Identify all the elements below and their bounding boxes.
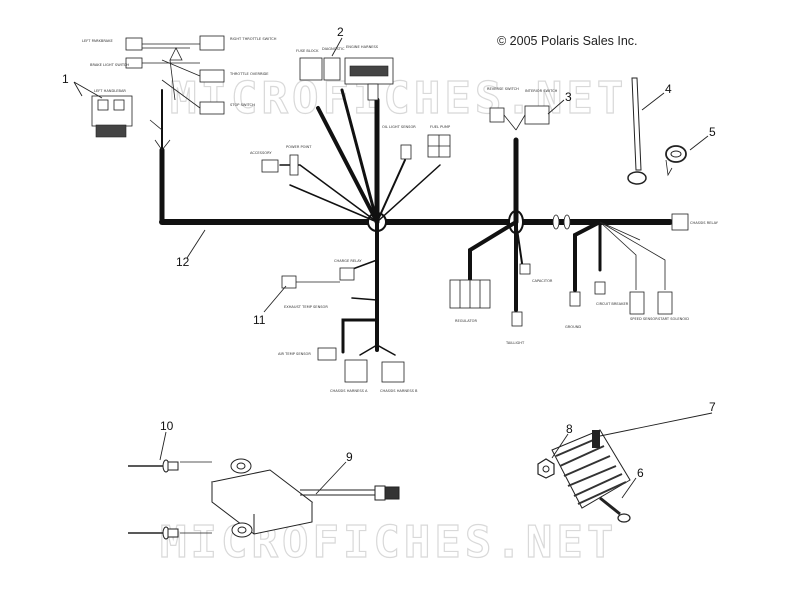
label-throttle-override: THROTTLE OVERRIDE [229, 72, 269, 76]
chassis-relay-group: CHASSIS RELAY [671, 213, 719, 231]
label-fuel-pump: FUEL PUMP [430, 125, 451, 129]
label-oil-light-sensor: OIL LIGHT SENSOR [382, 125, 416, 129]
label-regulator: REGULATOR [455, 319, 477, 323]
callout-9: 9 [346, 450, 353, 464]
oil-fuel-group: OIL LIGHT SENSOR FUEL PUMP [382, 125, 451, 160]
cable-tie-part [627, 77, 647, 185]
label-chassis-harness-a: CHASSIS HARNESS A [330, 389, 368, 393]
label-right-throttle: RIGHT THROTTLE SWITCH [230, 37, 277, 41]
label-start-solenoid: START SOLENOID [658, 317, 689, 321]
label-chassis-harness-b: CHASSIS HARNESS B [380, 389, 418, 393]
charge-relay-group: CHARGE RELAY EXHAUST TEMP SENSOR [281, 259, 362, 309]
label-accessory: ACCESSORY [250, 151, 272, 155]
label-diagnostic: DIAGNOSTIC [322, 47, 345, 51]
copyright-notice: © 2005 Polaris Sales Inc. [497, 34, 638, 48]
chassis-connectors-group: AIR TEMP SENSOR CHASSIS HARNESS A CHASSI… [278, 347, 418, 393]
callout-11: 11 [253, 313, 266, 327]
label-left-park: LEFT PARKBRAKE [82, 39, 113, 43]
callout-5: 5 [709, 125, 716, 139]
label-charge-relay: CHARGE RELAY [334, 259, 362, 263]
callout-3: 3 [565, 90, 572, 104]
callout-1: 1 [62, 72, 69, 86]
regulator-group: REGULATOR CAPACITOR TAILLIGHT [449, 263, 553, 345]
callout-leaders [73, 37, 713, 499]
accessory-group: ACCESSORY POWER POINT [250, 145, 312, 176]
label-power-point: POWER POINT [286, 145, 312, 149]
label-capacitor: CAPACITOR [532, 279, 553, 283]
relay-part [210, 458, 400, 538]
label-interior-switch: INTERIOR SWITCH [525, 89, 558, 93]
label-engine-harness: ENGINE HARNESS [346, 45, 379, 49]
label-exhaust-temp-sensor: EXHAUST TEMP SENSOR [284, 305, 328, 309]
label-air-temp-sensor: AIR TEMP SENSOR [278, 352, 311, 356]
label-speed-sensor: SPEED SENSOR [630, 317, 658, 321]
label-chassis-relay: CHASSIS RELAY [690, 221, 719, 225]
callout-8: 8 [566, 422, 573, 436]
label-fuse-block: FUSE BLOCK [296, 49, 319, 53]
callout-7: 7 [709, 400, 716, 414]
label-brake-light: BRAKE LIGHT SWITCH [90, 63, 129, 67]
label-taillight: TAILLIGHT [505, 341, 525, 345]
rivet-part [128, 459, 212, 540]
label-left-handlebar: LEFT HANDLEBAR [94, 89, 126, 93]
bolt-part [599, 496, 631, 523]
main-harness [149, 88, 673, 356]
nut-part [537, 458, 555, 479]
rectifier-part [551, 429, 631, 509]
left-handlebar-switch: LEFT HANDLEBAR [91, 89, 133, 138]
callout-6: 6 [637, 466, 644, 480]
watermark-bottom: MICROFICHES.NET [160, 517, 617, 568]
label-ground: GROUND [565, 325, 581, 329]
callout-4: 4 [665, 82, 672, 96]
watermark-top: MICROFICHES.NET [170, 73, 627, 124]
reverse-switch-group: REVERSE SWITCH INTERIOR SWITCH [487, 87, 558, 131]
label-circuit-breaker: CIRCUIT BREAKER [596, 302, 629, 306]
right-components-group: GROUND CIRCUIT BREAKER SPEED SENSOR STAR… [565, 281, 689, 329]
callout-2: 2 [337, 25, 344, 39]
clip-part [665, 145, 687, 177]
callout-numbers: 1 2 3 4 5 6 7 8 9 10 11 12 [62, 25, 716, 480]
upper-left-connectors: LEFT PARKBRAKE BRAKE LIGHT SWITCH RIGHT … [82, 35, 277, 115]
label-reverse-switch: REVERSE SWITCH [487, 87, 519, 91]
callout-10: 10 [160, 419, 174, 433]
callout-12: 12 [176, 255, 190, 269]
fuse-block-group: FUSE BLOCK DIAGNOSTIC ENGINE HARNESS [296, 45, 394, 101]
label-stop-switch: STOP SWITCH [230, 103, 255, 107]
